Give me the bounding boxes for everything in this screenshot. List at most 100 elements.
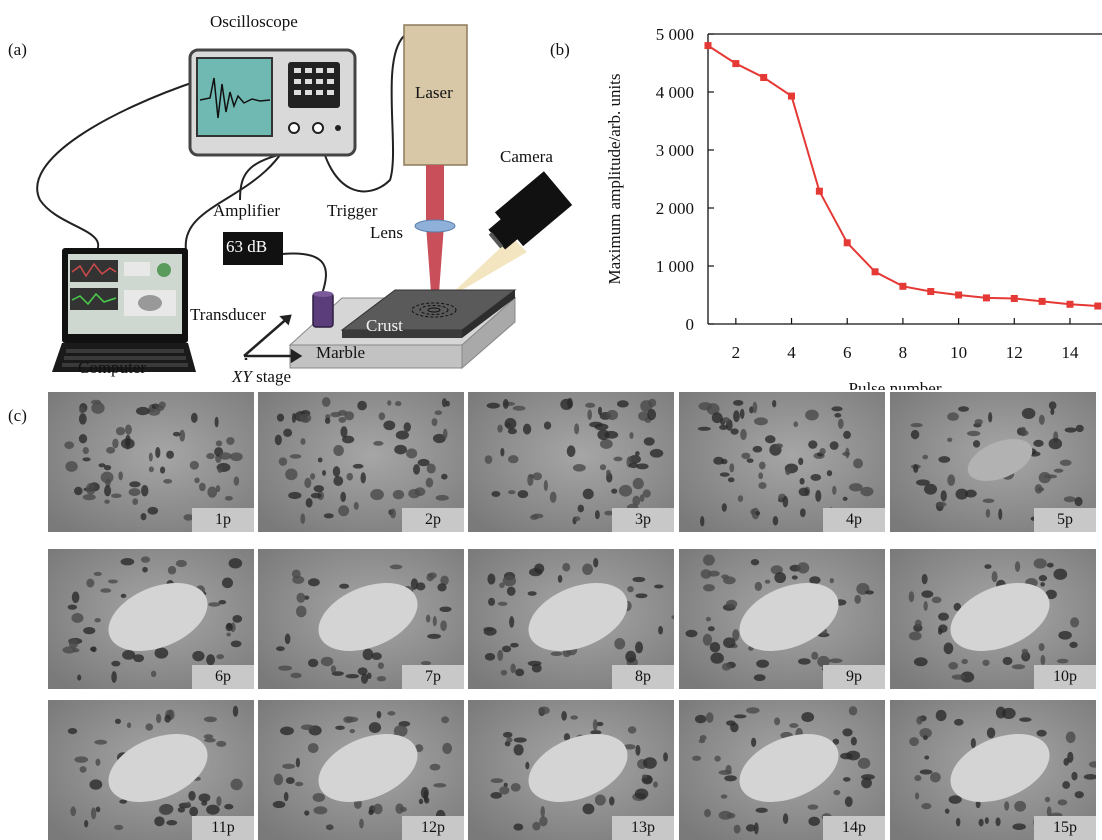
computer-icon	[52, 248, 196, 372]
x-tick-label: 10	[950, 343, 967, 362]
pulse-image-label: 9p	[823, 665, 885, 689]
y-tick-label: 5 000	[656, 25, 694, 44]
data-point	[982, 294, 990, 302]
x-tick-label: 6	[843, 343, 852, 362]
pulse-image-tile: 14p	[679, 700, 885, 840]
amplifier	[223, 232, 283, 265]
y-tick-label: 0	[686, 315, 695, 334]
pulse-image-label: 10p	[1034, 665, 1096, 689]
pulse-image-tile: 2p	[258, 392, 464, 532]
label-crust: Crust	[366, 316, 403, 335]
x-tick-label: 12	[1006, 343, 1023, 362]
amplitude-chart: 0 1 000 2 000 3 000 4 000 5 000 2 4 6 8 10 12 14 Maxi…	[590, 20, 1102, 398]
x-tick-label: 4	[787, 343, 796, 362]
pulse-image-label: 14p	[823, 816, 885, 840]
setup-diagram: Oscilloscope Laser Camera Amplifier 63 d…	[0, 0, 600, 390]
pulse-image-tile: 8p	[468, 549, 674, 689]
cable-amplifier-oscilloscope	[239, 149, 301, 201]
pulse-image-tile: 15p	[890, 700, 1096, 840]
pulse-image-tile: 7p	[258, 549, 464, 689]
pulse-image-tile: 1p	[48, 392, 254, 532]
pulse-image	[48, 549, 254, 689]
label-trigger: Trigger	[327, 201, 378, 220]
pulse-image-tile: 6p	[48, 549, 254, 689]
pulse-image-label: 5p	[1034, 508, 1096, 532]
cable-trigger	[317, 35, 405, 193]
pulse-image-tile: 11p	[48, 700, 254, 840]
oscilloscope	[188, 48, 357, 157]
laser-source	[403, 24, 468, 320]
pulse-image-label: 13p	[612, 816, 674, 840]
pulse-image-tile: 5p	[890, 392, 1096, 532]
label-oscilloscope: Oscilloscope	[210, 12, 298, 31]
transducer	[312, 292, 334, 328]
ablation-crater	[739, 734, 839, 802]
pulse-image-label: 12p	[402, 816, 464, 840]
pulse-image-label: 2p	[402, 508, 464, 532]
data-point	[1094, 302, 1102, 310]
pulse-image-tile: 10p	[890, 549, 1096, 689]
pulse-image-grid: 1p 2p 3p 4p 5p 6p 7p 8p 9p 10p 11p 12p 13p 14p 15p	[48, 392, 1102, 840]
sample-stage	[288, 289, 517, 370]
lens-icon	[414, 219, 456, 233]
data-point	[1038, 297, 1046, 305]
cable-computer-oscilloscope	[36, 79, 201, 261]
x-tick-label: 8	[899, 343, 908, 362]
panel-label-a: (a)	[8, 40, 27, 59]
pulse-image-label: 4p	[823, 508, 885, 532]
ablation-crater	[739, 583, 839, 651]
pulse-image-label: 8p	[612, 665, 674, 689]
x-tick-label: 14	[1061, 343, 1079, 362]
data-point	[955, 291, 963, 299]
label-xy-stage: XY stage	[232, 367, 291, 387]
data-point	[760, 74, 768, 81]
series-line	[707, 44, 1098, 308]
pulse-image-label: 3p	[612, 508, 674, 532]
amplitude-chart-svg: 0 1 000 2 000 3 000 4 000 5 000 2 4 6 8 10 12 14 Maxi…	[605, 25, 1102, 398]
label-xy-rest: stage	[251, 367, 292, 386]
ablation-crater	[318, 583, 418, 651]
pulse-image-label: 6p	[192, 665, 254, 689]
ablation-crater	[318, 734, 418, 802]
ablation-crater	[108, 734, 208, 802]
label-computer: Computer	[78, 358, 146, 377]
y-tick-label: 4 000	[656, 83, 694, 102]
label-amplifier-gain: 63 dB	[226, 237, 268, 256]
y-tick-label: 3 000	[656, 141, 694, 160]
label-laser: Laser	[415, 83, 453, 102]
pulse-image-label: 15p	[1034, 816, 1096, 840]
camera	[445, 171, 573, 300]
data-point	[1066, 300, 1074, 308]
pulse-image-label: 1p	[192, 508, 254, 532]
y-axis-label: Maximum amplitude/arb. units	[605, 73, 624, 284]
cable-amplifier-transducer	[281, 252, 327, 295]
ablation-crater	[950, 734, 1050, 802]
data-point	[843, 239, 851, 247]
data-point	[899, 282, 907, 290]
pulse-image-tile: 12p	[258, 700, 464, 840]
data-point	[788, 92, 796, 100]
label-lens: Lens	[370, 223, 404, 242]
ablation-crater	[528, 734, 628, 802]
pulse-image	[258, 549, 464, 689]
label-xy-italic: XY	[232, 367, 252, 386]
data-point	[1010, 294, 1018, 302]
y-tick-label: 1 000	[656, 257, 694, 276]
data-point	[704, 42, 712, 50]
data-point	[815, 187, 823, 195]
label-transducer: Transducer	[190, 305, 266, 324]
ablation-crater	[967, 439, 1033, 481]
x-axis-label: Pulse number	[848, 379, 941, 390]
pulse-image	[890, 700, 1096, 840]
pulse-image-tile: 4p	[679, 392, 885, 532]
ablation-crater	[108, 583, 208, 651]
panel-label-c: (c)	[8, 406, 27, 425]
x-tick-label: 2	[732, 343, 741, 362]
y-tick-label: 2 000	[656, 199, 694, 218]
data-point	[871, 268, 879, 276]
setup-diagram-svg	[36, 24, 573, 372]
pulse-image-tile: 13p	[468, 700, 674, 840]
xy-stage-arrows	[243, 314, 303, 364]
label-marble: Marble	[316, 343, 366, 362]
pulse-image-label: 7p	[402, 665, 464, 689]
